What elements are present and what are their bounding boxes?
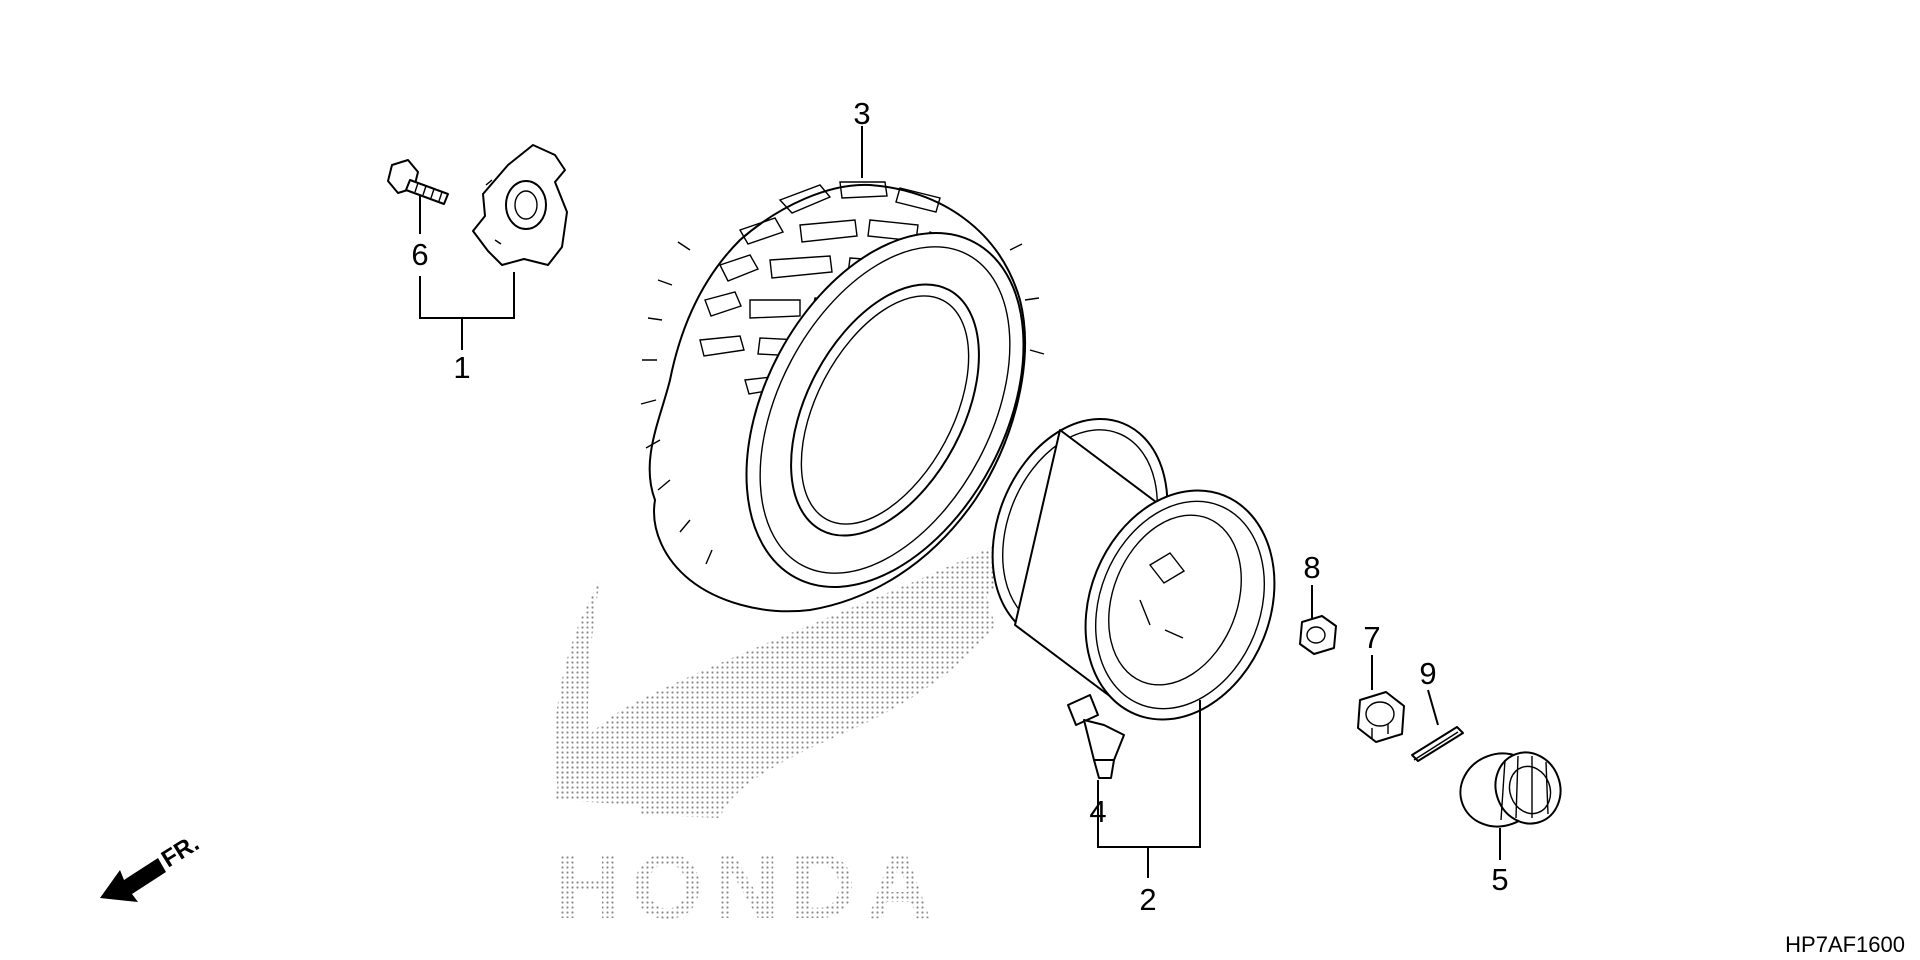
arrow-front-icon [100, 858, 166, 902]
direction-label: FR. [157, 830, 204, 873]
callout-7: 7 [1363, 620, 1380, 655]
hub-bolt [387, 159, 449, 205]
callout-9: 9 [1419, 656, 1436, 691]
watermark-text: HONDA [555, 836, 942, 938]
callout-6: 6 [411, 237, 428, 272]
callout-8: 8 [1303, 550, 1320, 585]
callout-3: 3 [853, 96, 870, 131]
rim [991, 418, 1276, 721]
nut [1299, 615, 1337, 655]
callout-1: 1 [453, 350, 470, 385]
tire-valve [1067, 694, 1125, 779]
callout-2: 2 [1139, 882, 1156, 917]
hub-cap [1459, 751, 1562, 828]
callout-4: 4 [1089, 794, 1106, 829]
cotter-pin [1411, 726, 1464, 762]
diagram-code: HP7AF1600 [1785, 932, 1905, 957]
callout-5: 5 [1491, 862, 1508, 897]
honda-watermark: HONDA [554, 500, 1000, 938]
tire [640, 181, 1045, 613]
front-direction-indicator: FR. [100, 830, 204, 902]
castle-nut [1357, 691, 1405, 743]
hub [472, 144, 568, 266]
leader-lines [419, 126, 1501, 878]
